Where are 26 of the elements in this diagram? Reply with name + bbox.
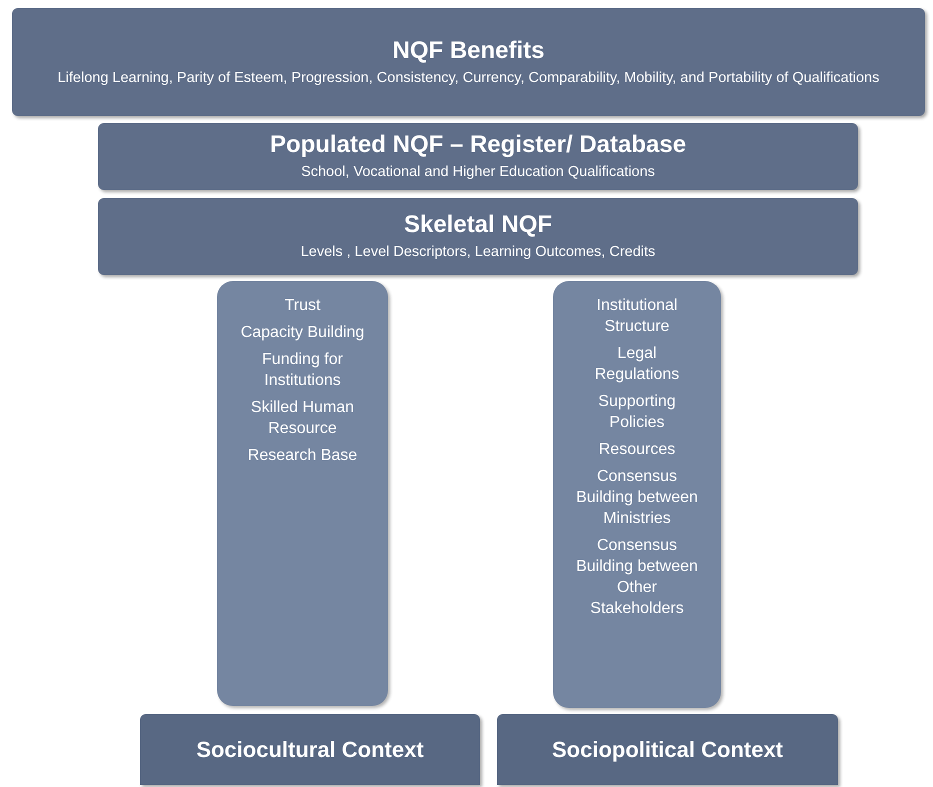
- pillar-item: Capacity Building: [240, 323, 364, 343]
- pillar-item: Funding for Institutions: [261, 350, 344, 391]
- pillar-item: Resources: [598, 440, 676, 460]
- pillar-item: Consensus Building between Ministries: [575, 467, 699, 529]
- context-box: [497, 714, 838, 785]
- band-description: Levels , Level Descriptors, Learning Outcomes, Credits: [300, 243, 656, 262]
- band-description: School, Vocational and Higher Education Qualifications: [301, 163, 655, 182]
- pillar-item: Research Base: [248, 446, 358, 466]
- pillar-item: Legal Regulations: [594, 344, 680, 385]
- context-box: [140, 714, 480, 785]
- pillar-box: [553, 281, 721, 708]
- layer-band: [12, 8, 925, 116]
- pillar-item: Skilled Human Resource: [250, 398, 356, 439]
- band-title: Populated NQF – Register/ Database: [270, 131, 686, 159]
- context-title: Sociocultural Context: [196, 736, 424, 764]
- pillar-item: Supporting Policies: [597, 392, 677, 433]
- layer-band: [98, 198, 858, 275]
- pillar-item: Trust: [284, 296, 320, 316]
- pillar-box: [217, 281, 388, 706]
- pillar-item: Consensus Building between Other Stakeholders: [575, 536, 699, 619]
- band-description: Lifelong Learning, Parity of Esteem, Progression, Consistency, Currency, Comparability, Mobility, and Portability of Qualifications: [58, 68, 880, 88]
- band-title: NQF Benefits: [392, 36, 544, 64]
- pillar-item: Institutional Structure: [596, 296, 678, 337]
- layer-band: [98, 123, 858, 190]
- context-title: Sociopolitical Context: [552, 736, 784, 764]
- band-title: Skeletal NQF: [404, 211, 552, 239]
